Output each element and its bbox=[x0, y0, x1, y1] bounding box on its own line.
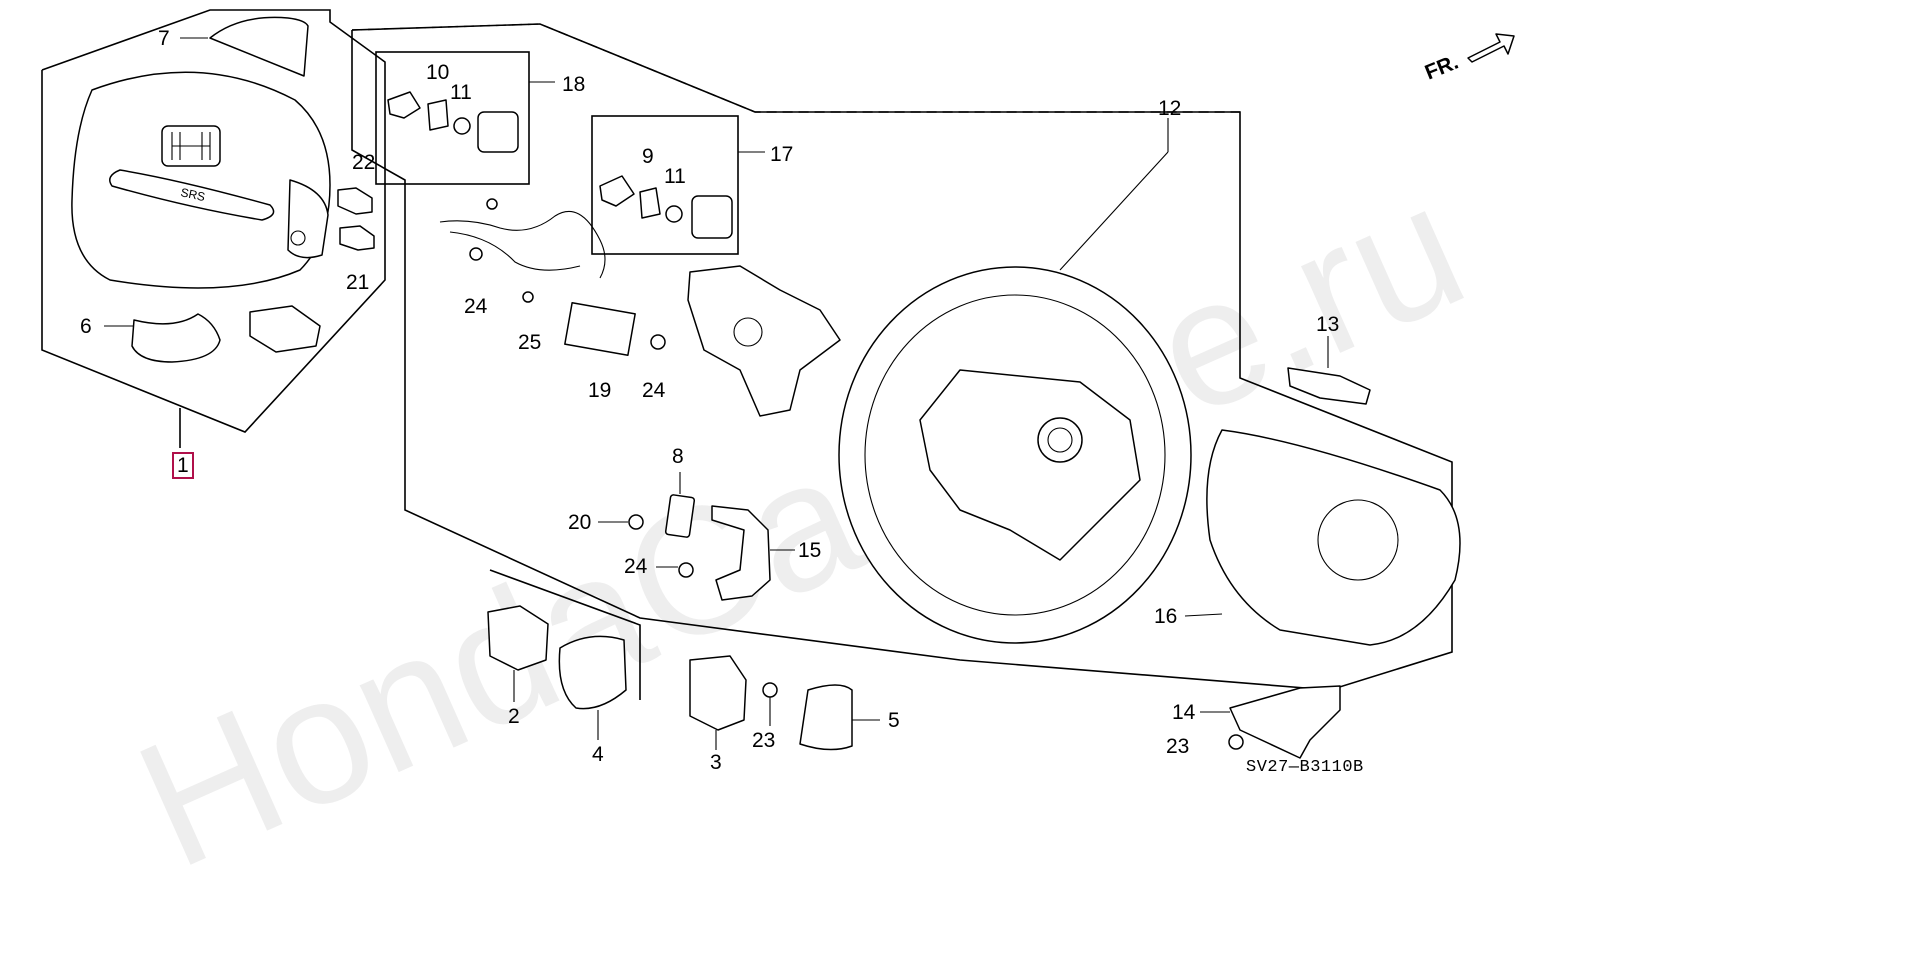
callout-8[interactable]: 8 bbox=[672, 445, 684, 468]
drawing-code: SV27—B3110B bbox=[1246, 758, 1364, 777]
part-7-shape bbox=[209, 16, 309, 77]
part-15-shape bbox=[711, 505, 771, 601]
callout-23-a[interactable]: 23 bbox=[752, 729, 776, 752]
part-16-shape bbox=[1206, 429, 1461, 646]
part-6-shape bbox=[131, 313, 221, 363]
callout-2[interactable]: 2 bbox=[508, 705, 520, 728]
callout-4[interactable]: 4 bbox=[592, 743, 604, 766]
callout-9[interactable]: 9 bbox=[642, 145, 654, 168]
inflator-side bbox=[287, 179, 329, 259]
exploded-view-drawing: SRS bbox=[41, 9, 1515, 759]
srs-emblem: SRS bbox=[179, 185, 206, 204]
front-arrow-icon bbox=[1467, 33, 1515, 63]
callout-21[interactable]: 21 bbox=[346, 271, 370, 294]
connector-shape bbox=[249, 305, 321, 353]
switch-box-17 bbox=[591, 115, 739, 255]
part-13-shape bbox=[1287, 367, 1371, 405]
cover-group-outline bbox=[489, 569, 641, 700]
callout-14[interactable]: 14 bbox=[1172, 701, 1196, 724]
callout-7[interactable]: 7 bbox=[158, 27, 170, 50]
callout-1-highlighted[interactable]: 1 bbox=[172, 452, 194, 479]
callout-11-a[interactable]: 11 bbox=[450, 81, 472, 104]
bolt-22 bbox=[337, 187, 373, 215]
part-14-shape bbox=[1229, 685, 1341, 759]
callout-12[interactable]: 12 bbox=[1158, 97, 1182, 120]
callout-3[interactable]: 3 bbox=[710, 751, 722, 774]
part-4-shape bbox=[558, 635, 627, 710]
label-19-shape bbox=[564, 302, 636, 356]
callout-24-a[interactable]: 24 bbox=[464, 295, 488, 318]
switch-box-18 bbox=[375, 51, 530, 185]
callout-19[interactable]: 19 bbox=[588, 379, 612, 402]
callout-13[interactable]: 13 bbox=[1316, 313, 1340, 336]
callout-22[interactable]: 22 bbox=[352, 151, 376, 174]
callout-5[interactable]: 5 bbox=[888, 709, 900, 732]
callout-18[interactable]: 18 bbox=[562, 73, 586, 96]
steering-wheel-hub bbox=[919, 369, 1141, 561]
part-2-shape bbox=[487, 605, 549, 671]
cable-reel-bracket bbox=[687, 265, 841, 417]
harness bbox=[439, 211, 606, 279]
callout-24-c[interactable]: 24 bbox=[624, 555, 648, 578]
part-8-shape bbox=[664, 494, 696, 538]
part-5-shape bbox=[799, 684, 853, 751]
callout-25[interactable]: 25 bbox=[518, 331, 542, 354]
airbag-group-outline bbox=[41, 9, 386, 433]
callout-11-b[interactable]: 11 bbox=[664, 165, 686, 188]
callout-6[interactable]: 6 bbox=[80, 315, 92, 338]
callout-16[interactable]: 16 bbox=[1154, 605, 1178, 628]
part-3-shape bbox=[689, 655, 747, 731]
bolt-21 bbox=[339, 225, 375, 251]
callout-15[interactable]: 15 bbox=[798, 539, 822, 562]
airbag-body bbox=[71, 71, 331, 289]
srs-strip bbox=[109, 169, 275, 221]
callout-20[interactable]: 20 bbox=[568, 511, 592, 534]
callout-24-b[interactable]: 24 bbox=[642, 379, 666, 402]
callout-23-b[interactable]: 23 bbox=[1166, 735, 1190, 758]
callout-17[interactable]: 17 bbox=[770, 143, 794, 166]
wheel-group-dash bbox=[351, 23, 1240, 113]
callout-10[interactable]: 10 bbox=[426, 61, 450, 84]
